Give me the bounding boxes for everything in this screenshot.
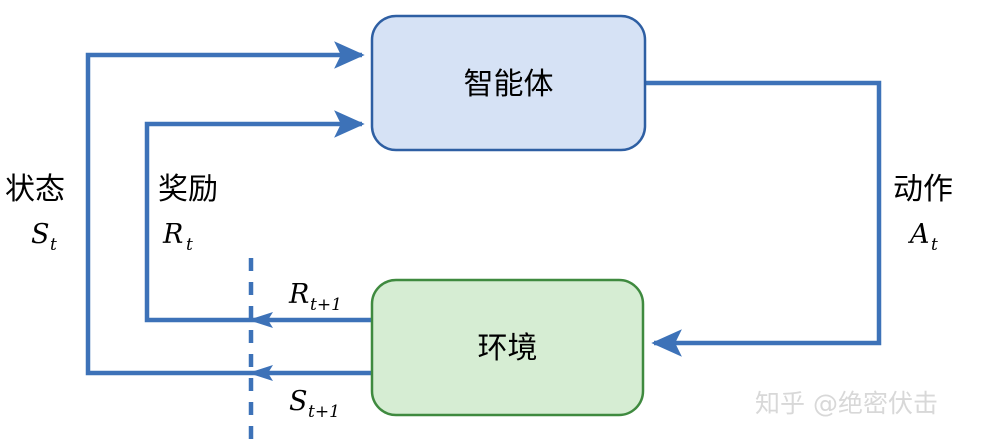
- environment-box-label: 环境: [478, 331, 538, 366]
- node-environment[interactable]: 环境: [370, 278, 645, 417]
- reward-label-cjk: 奖励: [158, 172, 218, 207]
- state-edge-path: [85, 41, 372, 376]
- label-reward-next: R t+1: [288, 279, 342, 315]
- state-next-symbol: S: [289, 386, 308, 417]
- label-state: 状态 S t: [5, 172, 65, 255]
- state-next-arrowhead: [248, 365, 273, 381]
- edge-action-to-environment: [645, 80, 882, 357]
- node-agent[interactable]: 智能体: [370, 14, 647, 152]
- state-label-symbol: S: [31, 219, 50, 250]
- reward-next-symbol: R: [288, 279, 309, 310]
- state-label-subscript: t: [50, 235, 57, 255]
- reward-label-subscript: t: [186, 235, 193, 255]
- environment-box-shape: [370, 278, 645, 417]
- reward-label-symbol: R: [162, 219, 183, 250]
- action-label-subscript: t: [931, 235, 938, 255]
- agent-box-shape: [370, 14, 647, 152]
- state-label-cjk: 状态: [5, 172, 65, 207]
- action-label-symbol: A: [907, 219, 930, 250]
- agent-box-label: 智能体: [464, 67, 554, 102]
- edge-state-to-agent: [85, 41, 372, 376]
- label-action: 动作 A t: [893, 172, 953, 255]
- state-next-subscript: t+1: [308, 402, 340, 422]
- reward-next-subscript: t+1: [310, 295, 342, 315]
- action-edge-path: [645, 80, 882, 357]
- label-state-next: S t+1: [289, 386, 340, 422]
- reward-next-arrowhead: [248, 312, 273, 328]
- action-label-cjk: 动作: [893, 172, 953, 207]
- label-reward: 奖励 R t: [158, 172, 218, 255]
- watermark-label: 知乎 @绝密伏击: [755, 389, 938, 418]
